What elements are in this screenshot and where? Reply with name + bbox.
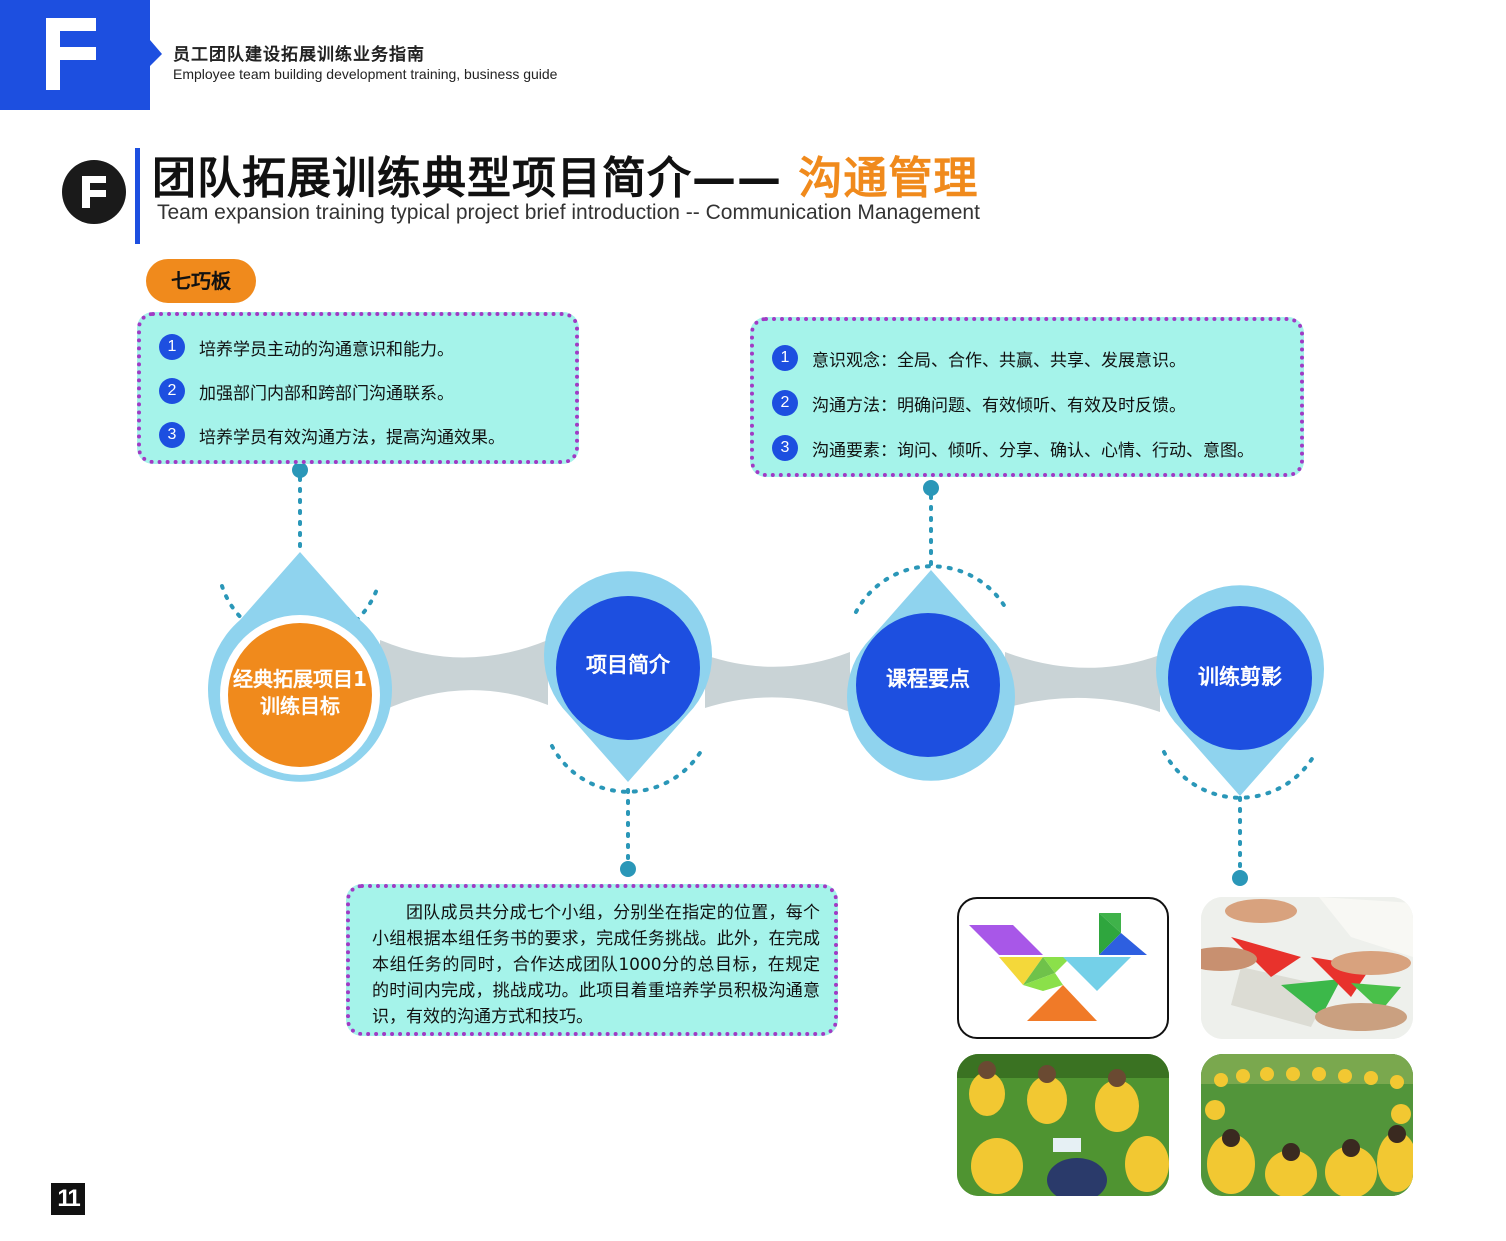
node-goals: [208, 552, 393, 782]
section-title-main: 团队拓展训练典型项目简介——: [152, 153, 782, 204]
keypoint-item-2: 2 沟通方法：明确问题、有效倾听、有效及时反馈。: [772, 390, 1186, 416]
node-goals-line2: 训练目标: [260, 694, 340, 718]
keypoint-num-1: 1: [772, 345, 798, 371]
intro-text: 团队成员共分成七个小组，分别坐在指定的位置，每个小组根据本组任务书的要求，完成任…: [372, 903, 820, 1027]
photo-tangram: [957, 897, 1169, 1039]
link-dot: [292, 462, 308, 478]
goal-item-1: 1 培养学员主动的沟通意识和能力。: [159, 334, 454, 360]
goal-text-2: 加强部门内部和跨部门沟通联系。: [199, 383, 454, 404]
connector-1-2: [380, 640, 548, 712]
header-logo: [0, 0, 162, 110]
intro-box: 团队成员共分成七个小组，分别坐在指定的位置，每个小组根据本组任务书的要求，完成任…: [346, 884, 838, 1036]
node-photos: [1156, 585, 1324, 800]
link-dot: [923, 480, 939, 496]
connector-3-4: [1005, 652, 1160, 712]
header-title-en: Employee team building development train…: [173, 66, 558, 82]
project-tag: 七巧板: [146, 259, 256, 303]
goal-text-3: 培养学员有效沟通方法，提高沟通效果。: [199, 427, 505, 448]
keypoint-item-3: 3 沟通要素：询问、倾听、分享、确认、心情、行动、意图。: [772, 435, 1254, 461]
node-keypoints-label: 课程要点: [886, 667, 970, 691]
node-keypoints: [847, 564, 1015, 781]
page-number: 11: [51, 1183, 85, 1215]
keypoints-box: 1 意识观念：全局、合作、共赢、共享、发展意识。 2 沟通方法：明确问题、有效倾听、…: [750, 317, 1304, 477]
link-dot: [1232, 870, 1248, 886]
keypoint-num-3: 3: [772, 435, 798, 461]
goal-num-1: 1: [159, 334, 185, 360]
goals-box: 1 培养学员主动的沟通意识和能力。 2 加强部门内部和跨部门沟通联系。 3 培养学员有…: [137, 312, 579, 464]
goal-item-2: 2 加强部门内部和跨部门沟通联系。: [159, 378, 454, 404]
goal-num-3: 3: [159, 422, 185, 448]
node-intro: [544, 571, 712, 794]
photo-group-grass-2: [1201, 1054, 1413, 1196]
keypoint-text-3: 沟通要素：询问、倾听、分享、确认、心情、行动、意图。: [812, 440, 1254, 461]
goal-text-1: 培养学员主动的沟通意识和能力。: [199, 339, 454, 360]
node-goals-label: 经典拓展项目1 训练目标: [220, 666, 380, 720]
link-dot: [620, 861, 636, 877]
tangram-icon: [969, 913, 1147, 1021]
section-badge: [62, 160, 126, 224]
keypoint-item-1: 1 意识观念：全局、合作、共赢、共享、发展意识。: [772, 345, 1186, 371]
section-title: 团队拓展训练典型项目简介—— 沟通管理: [152, 142, 978, 206]
title-divider: [135, 148, 140, 244]
keypoint-text-1: 意识观念：全局、合作、共赢、共享、发展意识。: [812, 350, 1186, 371]
keypoint-num-2: 2: [772, 390, 798, 416]
goal-item-3: 3 培养学员有效沟通方法，提高沟通效果。: [159, 422, 505, 448]
section-title-accent: 沟通管理: [798, 153, 979, 204]
goal-num-2: 2: [159, 378, 185, 404]
keypoint-text-2: 沟通方法：明确问题、有效倾听、有效及时反馈。: [812, 395, 1186, 416]
header-title-cn: 员工团队建设拓展训练业务指南: [173, 45, 425, 65]
photo-hands-table: [1201, 897, 1413, 1039]
node-photos-label: 训练剪影: [1198, 665, 1282, 689]
node-goals-line1: 经典拓展项目1: [233, 667, 367, 691]
photo-group-grass-1: [957, 1054, 1169, 1196]
section-title-en: Team expansion training typical project …: [157, 201, 980, 224]
node-intro-label: 项目简介: [586, 653, 670, 677]
connector-2-3: [705, 652, 850, 712]
